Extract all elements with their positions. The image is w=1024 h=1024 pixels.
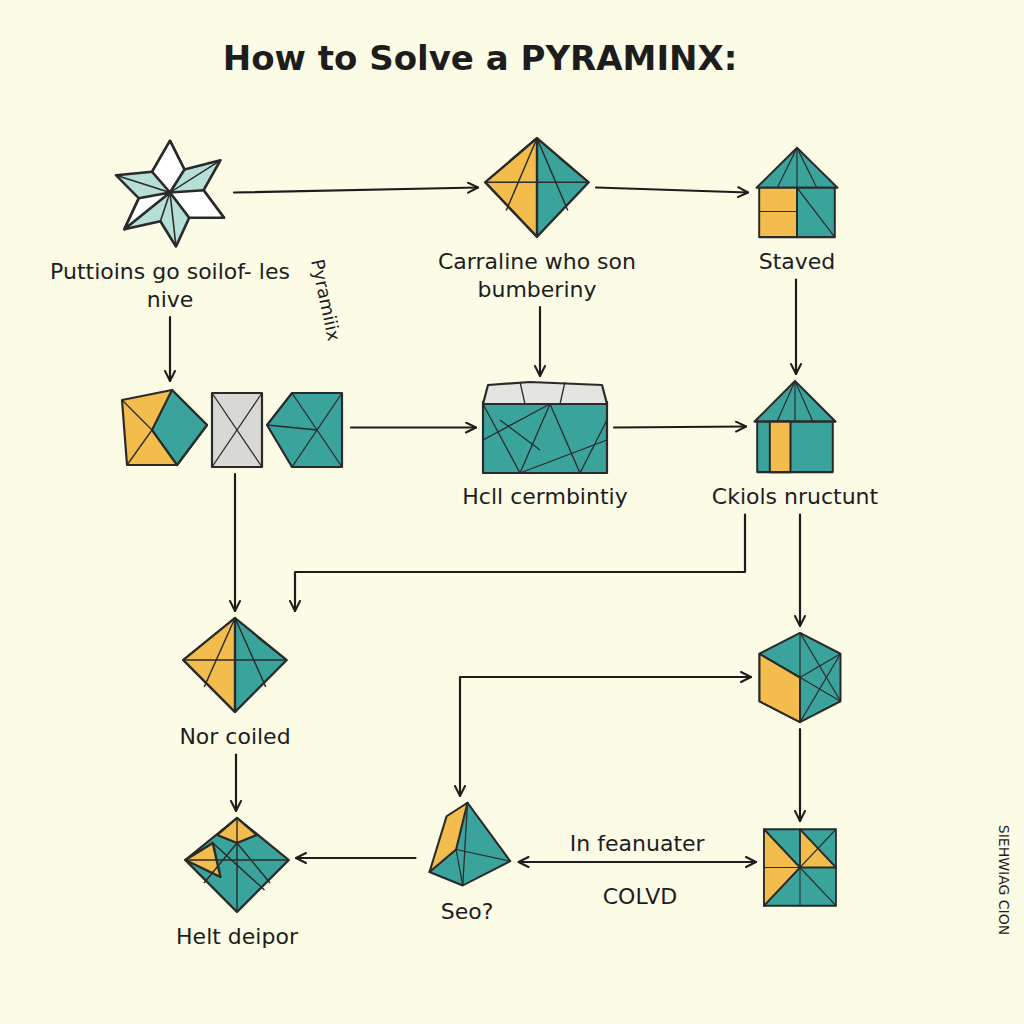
step-label: Hcll cermbintiy — [425, 483, 665, 511]
pyramix-shape — [480, 380, 610, 475]
step-label: Carraline who son bumberiny — [412, 248, 662, 303]
flow-step: Hcll cermbintiy — [425, 380, 665, 511]
flow-arrow — [539, 307, 541, 376]
flow-step — [760, 825, 840, 910]
flow-arrow — [799, 729, 801, 821]
step-label: Ckiols nructunt — [695, 483, 895, 511]
flow-step: Seo? — [412, 800, 522, 926]
pyramix-shape — [180, 615, 290, 715]
note-label: COLVD — [603, 884, 678, 909]
edge-label: In feanuater — [567, 831, 708, 856]
flow-step — [755, 630, 845, 725]
flow-arrow — [234, 474, 236, 611]
pyramix-shape — [752, 145, 842, 240]
flow-arrow — [614, 427, 746, 428]
title: How to Solve a PYRAMINX: — [0, 38, 960, 78]
flow-arrow — [235, 755, 237, 812]
flow-arrow — [295, 515, 745, 612]
note-label: Pyramiiix — [307, 257, 345, 343]
pyramix-shape — [760, 825, 840, 910]
flow-step: Nor coiled — [145, 615, 325, 751]
flow-arrow — [169, 317, 171, 381]
flow-step — [117, 385, 347, 470]
flow-arrow — [799, 515, 801, 627]
flow-arrow — [596, 188, 748, 193]
pyramix-shape — [182, 815, 292, 915]
flow-arrow — [460, 677, 751, 796]
step-label: Staved — [717, 248, 877, 276]
flow-step: Carraline who son bumberiny — [412, 135, 662, 303]
flow-arrow — [795, 280, 797, 375]
flow-step: Staved — [717, 145, 877, 276]
watermark: SIEHWIAG CION — [996, 825, 1012, 935]
step-label: Puttioins go soilof- les nive — [45, 258, 295, 313]
flow-arrow — [519, 861, 757, 863]
step-label: Helt deipor — [147, 923, 327, 951]
pyramix-shape — [420, 800, 515, 890]
step-label: Seo? — [412, 898, 522, 926]
flow-arrow — [296, 857, 416, 859]
step-label: Nor coiled — [145, 723, 325, 751]
pyramix-shape — [117, 385, 347, 470]
pyramix-shape — [482, 135, 592, 240]
pyramix-shape — [110, 135, 230, 250]
pyramix-shape — [750, 378, 840, 475]
flow-arrow — [234, 188, 478, 193]
flow-step: Helt deipor — [147, 815, 327, 951]
pyramix-shape — [755, 630, 845, 725]
flow-step: Puttioins go soilof- les nive — [45, 135, 295, 313]
flow-arrow — [351, 426, 476, 428]
flow-step: Ckiols nructunt — [695, 378, 895, 511]
